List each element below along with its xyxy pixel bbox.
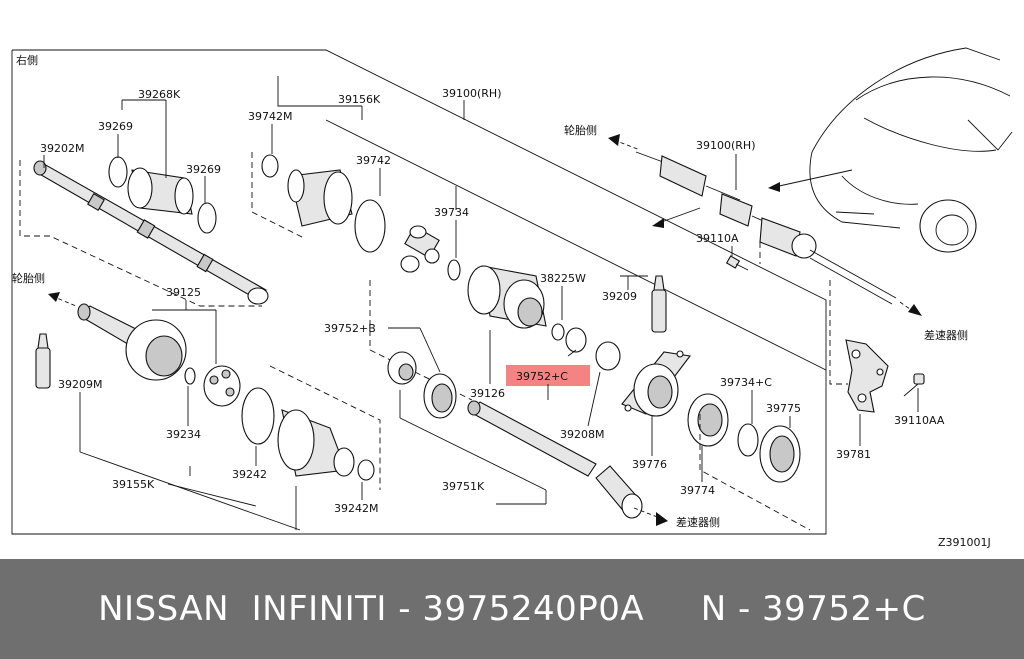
- label-wheel-side-upper: 轮胎侧: [564, 123, 597, 137]
- bolt-39110aa: [903, 373, 925, 397]
- arrow-wheel-side-left-icon: [48, 292, 77, 307]
- seal-39752c: [565, 327, 587, 353]
- label-39208m: 39208M: [560, 428, 604, 441]
- label-39742m: 39742M: [248, 110, 292, 123]
- label-38225w: 38225W: [540, 272, 586, 285]
- outer-boot-39242m: [277, 409, 375, 481]
- inner-boot-39268k: [108, 156, 217, 234]
- label-39242: 39242: [232, 468, 267, 481]
- seal-39208m: [595, 341, 621, 371]
- label-39110aa: 39110AA: [894, 414, 945, 427]
- label-39242m: 39242M: [334, 502, 378, 515]
- label-39268k: 39268K: [138, 88, 181, 101]
- intermediate-shaft: [33, 160, 269, 305]
- footer-banner: NISSAN INFINITI - 3975240P0A N - 39752+C: [0, 559, 1024, 659]
- ring-39234: [184, 367, 196, 385]
- label-39269-a: 39269: [98, 120, 133, 133]
- label-39774: 39774: [680, 484, 715, 497]
- outer-joint-39125: [77, 303, 187, 381]
- diagram-code: Z391001J: [938, 536, 991, 549]
- inner-shaft-39751k: [467, 400, 643, 519]
- label-39776: 39776: [632, 458, 667, 471]
- label-39775: 39775: [766, 402, 801, 415]
- label-39734c: 39734+C: [720, 376, 772, 389]
- tripod-joint-39734: [400, 225, 461, 281]
- snap-ring-38225w: [551, 323, 565, 341]
- label-39209: 39209: [602, 290, 637, 303]
- label-39734: 39734: [434, 206, 469, 219]
- footer-part-number-text: NISSAN INFINITI - 3975240P0A N - 39752+C: [98, 589, 926, 629]
- inner-housing-39126: [467, 265, 547, 329]
- parts-diagram: 右側 39202M 39268K 39269 39269 39742M 3915…: [11, 47, 1013, 549]
- frame-outline: [11, 49, 827, 535]
- label-wheel-side-left: 轮胎侧: [12, 271, 45, 285]
- label-39126: 39126: [470, 387, 505, 400]
- grease-tube-39209: [651, 275, 667, 333]
- label-39202m: 39202M: [40, 142, 84, 155]
- arrow-diff-side-right-icon: [899, 301, 922, 316]
- outer-boot-39742m: [261, 154, 386, 253]
- label-39781: 39781: [836, 448, 871, 461]
- label-39269-b: 39269: [186, 163, 221, 176]
- support-bracket-39781: [845, 339, 889, 413]
- circlip-39734c: [737, 423, 759, 457]
- flange-housing-39776: [621, 350, 691, 417]
- arrow-wheel-side-upper-icon: [608, 134, 641, 151]
- arrow-to-car-icon: [652, 169, 853, 228]
- highlight-box-39752c: [506, 365, 590, 386]
- drive-shaft-39100rh: [635, 151, 897, 305]
- label-39155k: 39155K: [112, 478, 155, 491]
- grease-tube-39209m: [35, 333, 51, 389]
- label-39100rh: 39100(RH): [442, 87, 502, 100]
- label-diff-side-right: 差速器侧: [924, 328, 968, 342]
- label-39156k: 39156K: [338, 93, 381, 106]
- label-39125: 39125: [166, 286, 201, 299]
- section-label: 右側: [16, 53, 38, 67]
- label-39100rh-car: 39100(RH): [696, 139, 756, 152]
- label-39752c: 39752+C: [516, 370, 568, 383]
- label-39209m: 39209M: [58, 378, 102, 391]
- label-diff-side-bottom: 差速器侧: [676, 515, 720, 529]
- bolt-39110a: [725, 255, 749, 271]
- label-39110a: 39110A: [696, 232, 739, 245]
- label-39752b: 39752+B: [324, 322, 376, 335]
- label-39234: 39234: [166, 428, 201, 441]
- label-39742: 39742: [356, 154, 391, 167]
- label-39751k: 39751K: [442, 480, 485, 493]
- band-39242: [241, 387, 275, 445]
- car-body-outline: [809, 47, 1013, 253]
- arrow-diff-side-bottom-icon: [633, 507, 668, 526]
